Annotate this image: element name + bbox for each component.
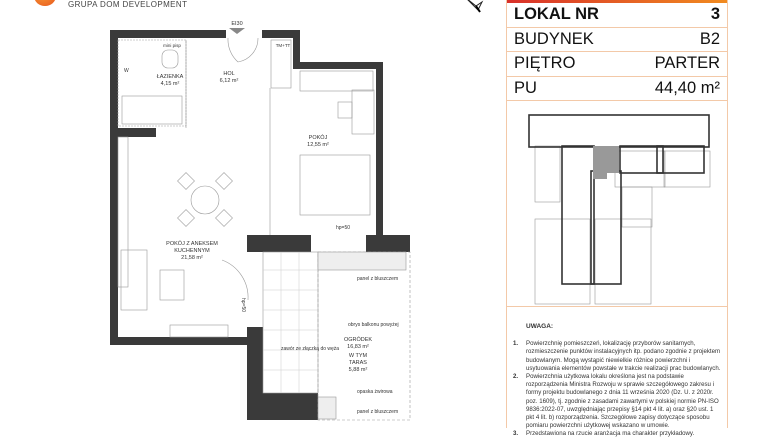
- annotation: panel z bluszczem: [357, 409, 398, 415]
- accent-bar: [507, 0, 727, 3]
- info-panel: LOKAL NR 3 BUDYNEK B2 PIĘTRO PARTER PU 44,40…: [506, 0, 728, 437]
- info-row-lokal: LOKAL NR 3: [507, 3, 727, 28]
- label: PIĘTRO: [514, 54, 576, 73]
- annotation: zawór ze złączką do węża: [281, 346, 339, 352]
- value: B2: [699, 29, 720, 48]
- label: BUDYNEK: [514, 29, 594, 48]
- brand-logo: [34, 0, 56, 6]
- floor-plan: EI30 mini pisp TM+TT ŁAZIENKA 4,15 m² HO…: [110, 21, 411, 421]
- walls: [110, 30, 410, 420]
- notes-title: UWAGA:: [526, 323, 554, 330]
- room-area: 4,15 m²: [161, 81, 180, 87]
- tm-label: TM+TT: [276, 43, 291, 48]
- room-name: OGRÓDEK: [344, 336, 372, 343]
- hp-label: hp=50: [240, 298, 246, 312]
- brand-name: GRUPA DOM DEVELOPMENT: [68, 0, 188, 9]
- room-name: POKÓJ: [309, 134, 328, 141]
- key-plan-drawing: [528, 114, 711, 305]
- room-area: 16,83 m²: [347, 344, 369, 350]
- room-name: ŁAZIENKA: [157, 74, 184, 80]
- annotation: W: [124, 68, 129, 74]
- room-name: KUCHENNYM: [174, 248, 210, 254]
- mini-label: mini pisp: [163, 43, 181, 48]
- label: PU: [514, 78, 537, 97]
- room-name: POKÓJ Z ANEKSEM: [166, 240, 218, 247]
- annotation: obrys balkonu powyżej: [348, 322, 399, 328]
- hp-label: hp=50: [336, 225, 350, 231]
- info-row-budynek: BUDYNEK B2: [507, 28, 727, 52]
- room-sub: W TYM: [349, 353, 368, 359]
- info-row-pu: PU 44,40 m²: [507, 77, 727, 101]
- note-item: 1.Powierzchnię pomieszczeń, lokalizację …: [513, 340, 721, 372]
- annotation: opaska żwirowa: [357, 389, 393, 395]
- annotation: panel z bluszczem: [357, 276, 398, 282]
- room-area: 12,55 m²: [307, 142, 329, 148]
- room-area: 6,12 m²: [220, 78, 239, 84]
- room-sub: TARAS: [349, 360, 367, 366]
- value: PARTER: [654, 54, 720, 73]
- value: 3: [710, 5, 720, 24]
- unit-highlight: [593, 146, 619, 179]
- value: 44,40 m²: [654, 78, 720, 97]
- entrance-label: EI30: [231, 21, 242, 27]
- note-item: 3.Przedstawiona na rzucie aranżacja ma c…: [513, 430, 695, 438]
- notes: UWAGA: 1.Powierzchnię pomieszczeń, lokal…: [507, 307, 727, 439]
- compass-icon: [467, 0, 484, 13]
- entrance-arrow-icon: [229, 28, 245, 34]
- info-row-pietro: PIĘTRO PARTER: [507, 52, 727, 77]
- room-area: 21,58 m²: [181, 255, 203, 261]
- room-name: HOL: [223, 71, 234, 77]
- room-sub-area: 5,88 m²: [349, 367, 368, 373]
- label: LOKAL NR: [514, 5, 599, 24]
- key-plan: [507, 101, 727, 307]
- note-item: 2.Powierzchnia użytkowa lokalu określona…: [513, 373, 719, 430]
